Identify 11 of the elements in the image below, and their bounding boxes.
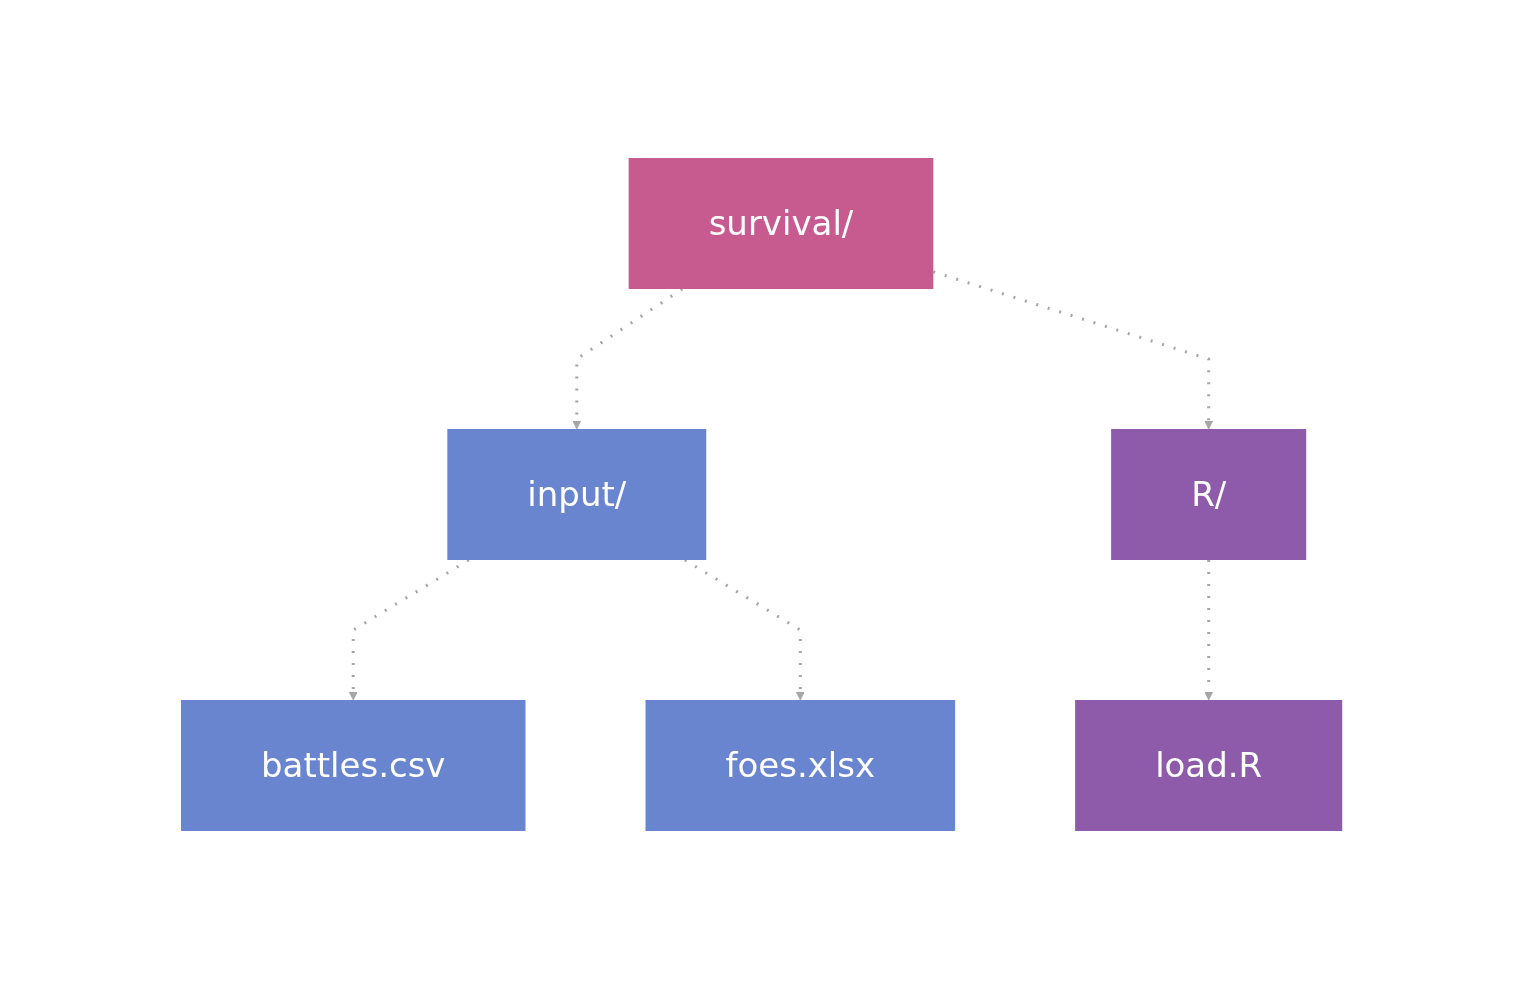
node-box: input/ [447, 429, 707, 560]
node-box: battles.csv [181, 700, 526, 831]
arrow [933, 270, 1214, 430]
arrow [349, 558, 470, 701]
node-box: survival/ [629, 158, 934, 289]
node-box: R/ [1111, 429, 1307, 560]
arrow [572, 287, 684, 430]
arrow [684, 558, 806, 701]
arrow [1204, 560, 1214, 701]
node-box: load.R [1075, 700, 1343, 831]
node-box: foes.xlsx [645, 700, 956, 831]
